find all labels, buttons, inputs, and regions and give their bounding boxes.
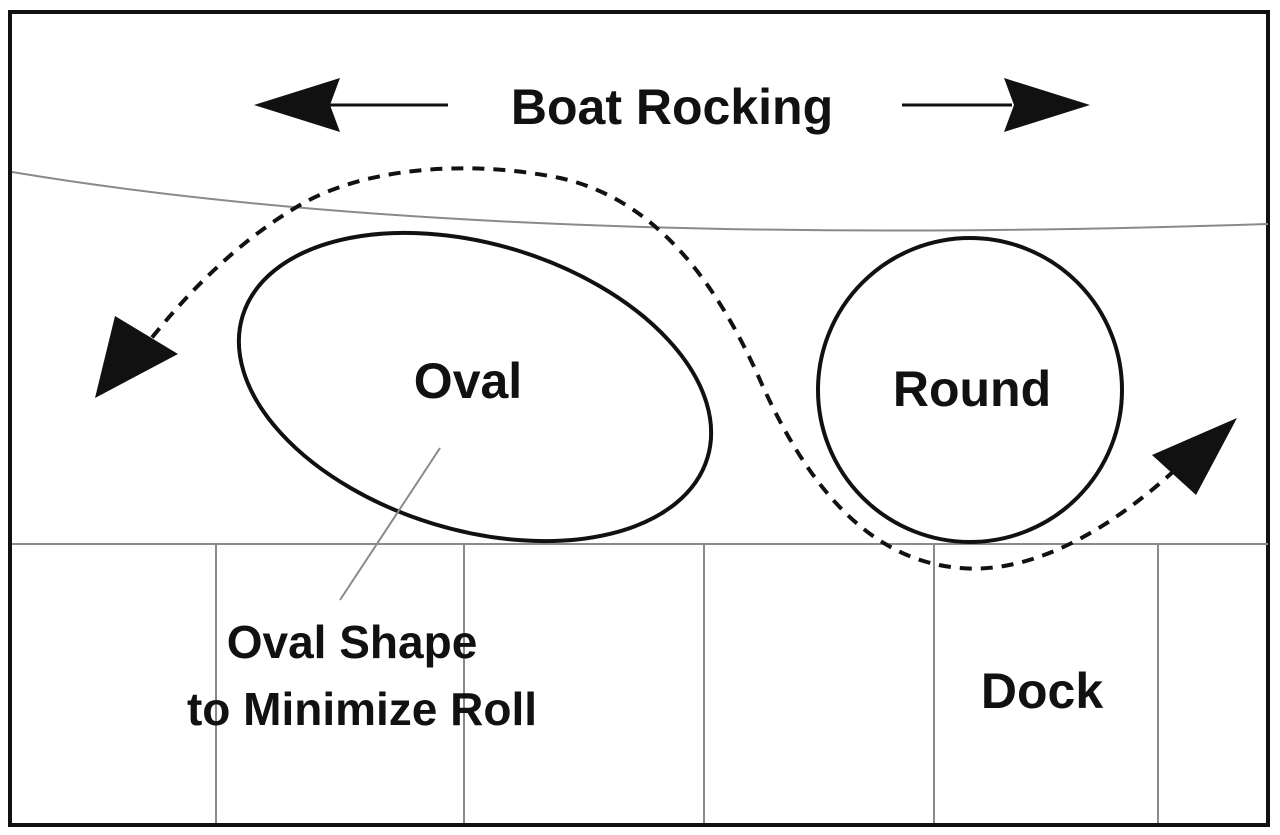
dock-planks	[215, 544, 1159, 823]
caption-line-2: to Minimize Roll	[187, 683, 537, 735]
rocking-arrow-left	[254, 78, 448, 132]
caption-pointer-line	[339, 447, 441, 601]
rocking-arrow-right	[902, 78, 1090, 132]
rocking-arrow-left-head	[254, 78, 340, 132]
rolling-motion-path	[148, 166, 1177, 571]
title-boat-rocking: Boat Rocking	[511, 79, 833, 135]
oval-shape	[236, 230, 714, 544]
motion-arrow-head-left	[95, 316, 178, 398]
water-surface-line	[11, 171, 1269, 232]
round-label: Round	[893, 361, 1051, 417]
caption-line-1: Oval Shape	[227, 616, 478, 668]
dock-label: Dock	[981, 663, 1103, 719]
motion-arrow-head-right	[1152, 418, 1237, 495]
round-shape	[816, 236, 1124, 544]
rocking-arrow-right-head	[1004, 78, 1090, 132]
outer-frame	[8, 10, 1270, 827]
oval-label: Oval	[414, 353, 522, 409]
